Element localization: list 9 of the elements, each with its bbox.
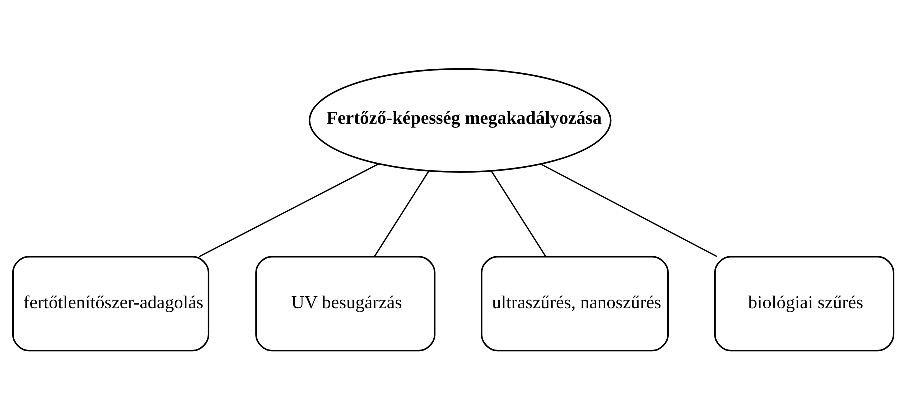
connector	[374, 170, 430, 256]
node-box: ultraszűrés, nanoszűrés	[481, 256, 670, 352]
node-box: fertőtlenítőszer-adagolás	[12, 256, 210, 352]
connector	[540, 163, 718, 257]
connector	[491, 170, 546, 256]
node-ellipse: Fertőző-képesség megakadályozása	[308, 68, 612, 172]
connector	[199, 163, 380, 257]
node-box: UV besugárzás	[256, 256, 436, 352]
node-box: biológiai szűrés	[714, 256, 895, 352]
